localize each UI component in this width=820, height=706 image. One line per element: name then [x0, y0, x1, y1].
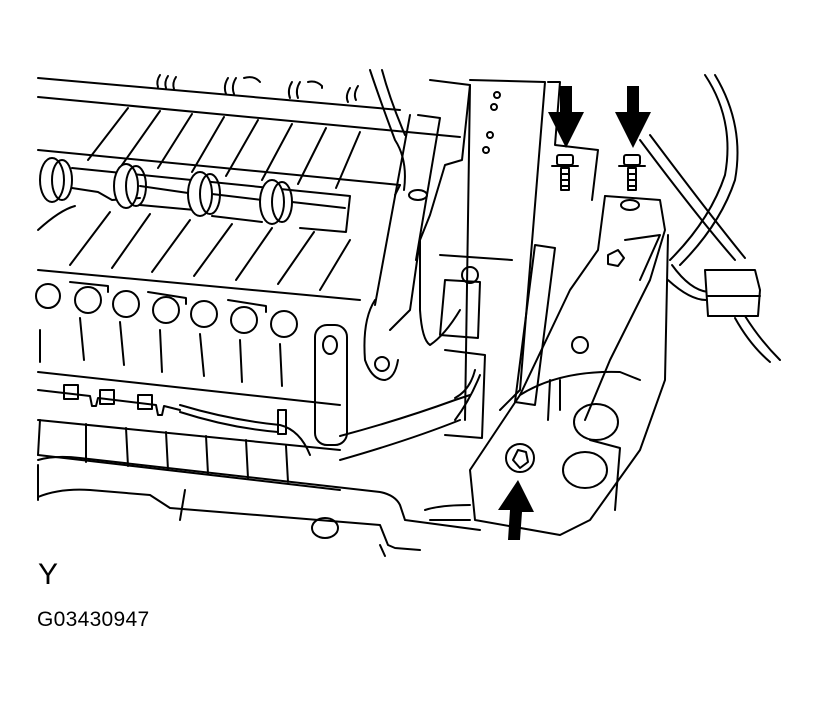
harness-wires — [179, 69, 481, 461]
rod-rollers — [39, 157, 351, 233]
arrow-down-icon — [548, 86, 584, 148]
bolt-bottom — [505, 443, 535, 473]
figure-id: G03430947 — [37, 608, 150, 631]
right-cables-connector — [639, 74, 781, 363]
right-bracket — [424, 81, 669, 536]
battery-module-top — [37, 74, 461, 196]
view-label: Y — [38, 558, 59, 591]
bolt-top-right — [618, 154, 646, 191]
arrow-down-icon — [615, 86, 651, 148]
arrow-up-icon — [498, 480, 534, 540]
bolt-top-left — [551, 154, 579, 191]
battery-cells-front — [35, 205, 361, 491]
side-rail — [464, 79, 556, 421]
base-tray — [37, 455, 481, 557]
center-bracket — [363, 79, 513, 439]
